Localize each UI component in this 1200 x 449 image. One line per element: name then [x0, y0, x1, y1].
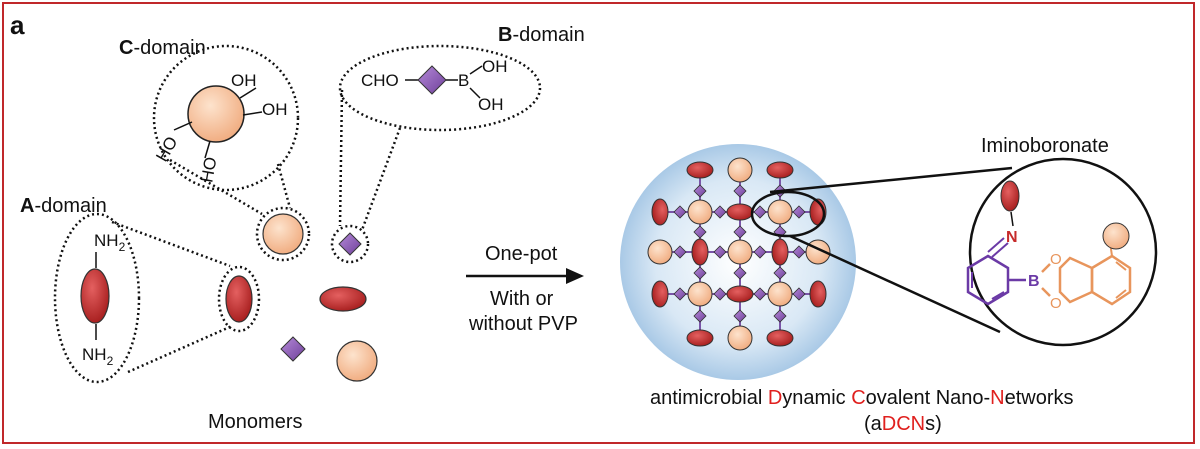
- network-b-diamond: [733, 266, 747, 280]
- network-b-diamond: [753, 245, 767, 259]
- network-c-sphere: [687, 199, 713, 225]
- network-b-diamond: [673, 205, 687, 219]
- network-b-diamond: [753, 287, 767, 301]
- b-cho: CHO: [361, 71, 399, 90]
- b-domain-magnifier: [338, 44, 542, 132]
- network-b-diamond: [693, 184, 707, 198]
- network-b-diamond: [733, 184, 747, 198]
- c-oh-right: OH: [262, 100, 288, 119]
- a-nh2-bottom: NH2: [82, 345, 114, 368]
- network-a-ellipse: [809, 280, 827, 308]
- zoom-label: Iminoboronate: [981, 135, 1109, 157]
- monomer-b-free: [280, 336, 306, 362]
- network-a-ellipse: [766, 161, 794, 179]
- network-b-diamond: [792, 245, 806, 259]
- network-b-diamond: [733, 309, 747, 323]
- monomer-b-diamond: [338, 232, 362, 256]
- network-a-ellipse: [651, 280, 669, 308]
- network-b-diamond: [733, 225, 747, 239]
- monomer-a-ellipse: [225, 275, 253, 323]
- zoom-oxygen-top: O: [1050, 251, 1062, 268]
- arrow-label-top: One-pot: [485, 243, 558, 265]
- network-c-sphere: [727, 239, 753, 265]
- network-c-sphere: [687, 281, 713, 307]
- network-a-ellipse: [771, 238, 789, 266]
- zoom-oxygen-bottom: O: [1050, 295, 1062, 312]
- arrow-label-bottom-2: without PVP: [468, 313, 578, 335]
- c-oh-top: OH: [231, 71, 257, 90]
- network-b-diamond: [673, 245, 687, 259]
- network-a-ellipse: [651, 198, 669, 226]
- zoom-boron: B: [1028, 273, 1040, 290]
- network-b-diamond: [693, 309, 707, 323]
- network-b-diamond: [773, 266, 787, 280]
- network-b-diamond: [773, 309, 787, 323]
- network-b-diamond: [792, 287, 806, 301]
- c-domain-magnifier: [152, 44, 300, 192]
- monomers-label: Monomers: [208, 411, 302, 433]
- network-b-diamond: [713, 245, 727, 259]
- network-c-sphere: [767, 281, 793, 307]
- caption-line-1: antimicrobial Dynamic Covalent Nano-Netw…: [650, 387, 1074, 409]
- zoom-nitrogen: N: [1006, 229, 1018, 246]
- b-diamond: [417, 65, 447, 95]
- monomer-c-free: [336, 340, 378, 382]
- network-a-ellipse: [686, 329, 714, 347]
- zoom-selection-ellipse: [750, 190, 826, 238]
- network-c-sphere: [727, 157, 753, 183]
- network-c-sphere: [727, 325, 753, 351]
- figure-frame: [2, 2, 1195, 444]
- network-b-diamond: [713, 287, 727, 301]
- a-nh2-top: NH2: [94, 231, 126, 254]
- b-boron: B: [458, 71, 469, 90]
- network-b-diamond: [693, 266, 707, 280]
- network-b-diamond: [792, 205, 806, 219]
- a-domain-ellipse: [80, 268, 110, 324]
- caption-line-2: (aDCNs): [864, 413, 942, 435]
- network-a-ellipse: [686, 161, 714, 179]
- network-a-ellipse: [691, 238, 709, 266]
- network-a-ellipse: [726, 285, 754, 303]
- b-oh-top: OH: [482, 57, 508, 76]
- network-c-sphere: [647, 239, 673, 265]
- zoom-purple-ring: [966, 254, 1010, 306]
- zoom-a-ellipse: [1000, 180, 1020, 212]
- monomer-c-sphere: [262, 213, 304, 255]
- c-ho-bottom: HO: [197, 156, 220, 184]
- arrow-label-bottom-1: With or: [490, 288, 554, 310]
- b-oh-bottom: OH: [478, 95, 504, 114]
- a-domain-label: A-domain: [20, 195, 107, 217]
- network-b-diamond: [693, 225, 707, 239]
- network-a-ellipse: [766, 329, 794, 347]
- c-domain-sphere: [187, 85, 245, 143]
- network-b-diamond: [673, 287, 687, 301]
- c-domain-label: C-domain: [119, 37, 206, 59]
- network-b-diamond: [713, 205, 727, 219]
- network-c-sphere: [767, 199, 793, 225]
- zoom-c-sphere: [1102, 222, 1130, 250]
- monomer-a-free: [319, 286, 367, 312]
- network-b-diamond: [753, 205, 767, 219]
- network-a-ellipse: [726, 203, 754, 221]
- b-domain-label: B-domain: [498, 24, 585, 46]
- panel-label: a: [10, 10, 25, 40]
- a-domain-magnifier: [53, 212, 141, 384]
